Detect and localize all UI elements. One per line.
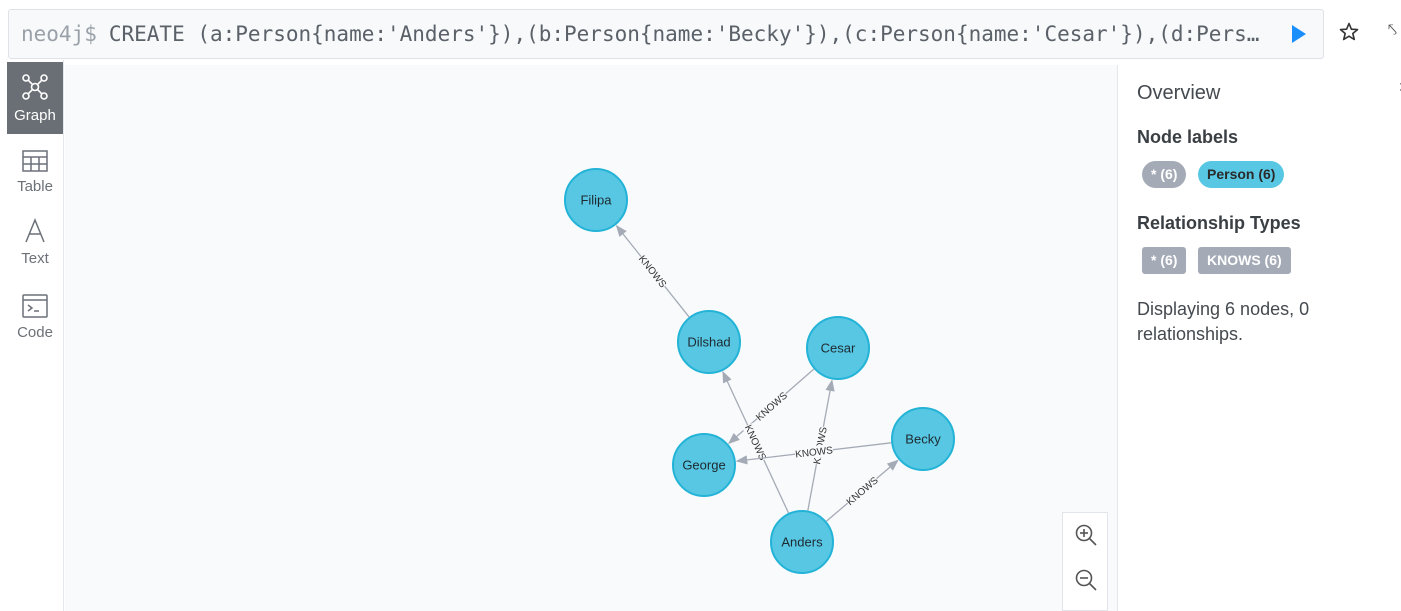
node-anders[interactable]: Anders — [770, 510, 834, 574]
node-filipa[interactable]: Filipa — [564, 168, 628, 232]
graph-icon — [22, 73, 48, 100]
node-becky[interactable]: Becky — [891, 407, 955, 471]
overview-panel: Overview ✕ Node labels * (6) Person (6) … — [1117, 65, 1401, 611]
zoom-in-icon[interactable] — [1074, 523, 1098, 547]
sidebar-item-label: Text — [21, 249, 49, 267]
node-label: George — [682, 458, 725, 473]
rel-type-all[interactable]: * (6) — [1142, 247, 1187, 274]
relationship-anders-becky[interactable]: KNOWS — [825, 459, 899, 522]
node-label: Filipa — [580, 193, 612, 208]
node-label-all[interactable]: * (6) — [1142, 161, 1187, 188]
run-icon[interactable] — [1287, 23, 1309, 45]
rel-type-knows[interactable]: KNOWS (6) — [1198, 247, 1291, 274]
query-input[interactable]: CREATE (a:Person{name:'Anders'}),(b:Pers… — [108, 22, 1269, 46]
node-dilshad[interactable]: Dilshad — [677, 310, 741, 374]
query-editor[interactable]: neo4j$ CREATE (a:Person{name:'Anders'}),… — [8, 9, 1324, 59]
zoom-out-icon[interactable] — [1074, 568, 1098, 592]
relationship-label: KNOWS — [636, 254, 668, 291]
relationship-becky-george[interactable]: KNOWS — [735, 442, 892, 465]
graph-canvas[interactable]: KNOWSKNOWSKNOWSKNOWSKNOWSKNOWSFilipaDils… — [65, 65, 1117, 611]
sidebar-item-label: Table — [17, 177, 53, 195]
relationship-label: KNOWS — [795, 445, 834, 460]
sidebar-item-table[interactable]: Table — [7, 136, 63, 208]
sidebar-item-label: Graph — [14, 106, 56, 124]
relationship-types-heading: Relationship Types — [1137, 213, 1301, 233]
node-cesar[interactable]: Cesar — [806, 316, 870, 380]
sidebar-item-text[interactable]: Text — [7, 206, 63, 278]
collapse-icon[interactable]: ⤣ — [1388, 22, 1398, 39]
relationship-label: KNOWS — [845, 475, 881, 508]
overview-title: Overview — [1137, 82, 1221, 104]
node-labels-heading: Node labels — [1137, 127, 1239, 147]
sidebar-item-code[interactable]: Code — [7, 281, 63, 353]
sidebar-item-label: Code — [17, 323, 53, 341]
view-sidebar: Graph Table Text Code — [0, 60, 64, 611]
node-label: Dilshad — [687, 335, 730, 350]
relationship-dilshad-filipa[interactable]: KNOWS — [615, 224, 690, 318]
table-icon — [22, 149, 48, 172]
zoom-controls — [1062, 512, 1108, 611]
node-label: Becky — [905, 432, 941, 447]
relationship-label: KNOWS — [754, 390, 790, 423]
code-icon — [22, 293, 48, 318]
node-label: Anders — [781, 535, 823, 550]
editor-prompt: neo4j$ — [21, 22, 97, 46]
overview-description: Displaying 6 nodes, 0 relationships. — [1137, 299, 1310, 344]
sidebar-item-graph[interactable]: Graph — [7, 62, 63, 134]
node-label: Cesar — [821, 341, 856, 356]
star-icon[interactable] — [1338, 21, 1360, 43]
relationship-label: KNOWS — [742, 423, 768, 462]
node-george[interactable]: George — [672, 433, 736, 497]
graph-visualization[interactable]: KNOWSKNOWSKNOWSKNOWSKNOWSKNOWSFilipaDils… — [65, 65, 1117, 611]
close-icon[interactable]: ✕ — [1398, 79, 1401, 96]
node-label-person[interactable]: Person (6) — [1198, 161, 1285, 188]
text-icon — [25, 217, 45, 242]
relationship-cesar-george[interactable]: KNOWS — [727, 368, 815, 445]
